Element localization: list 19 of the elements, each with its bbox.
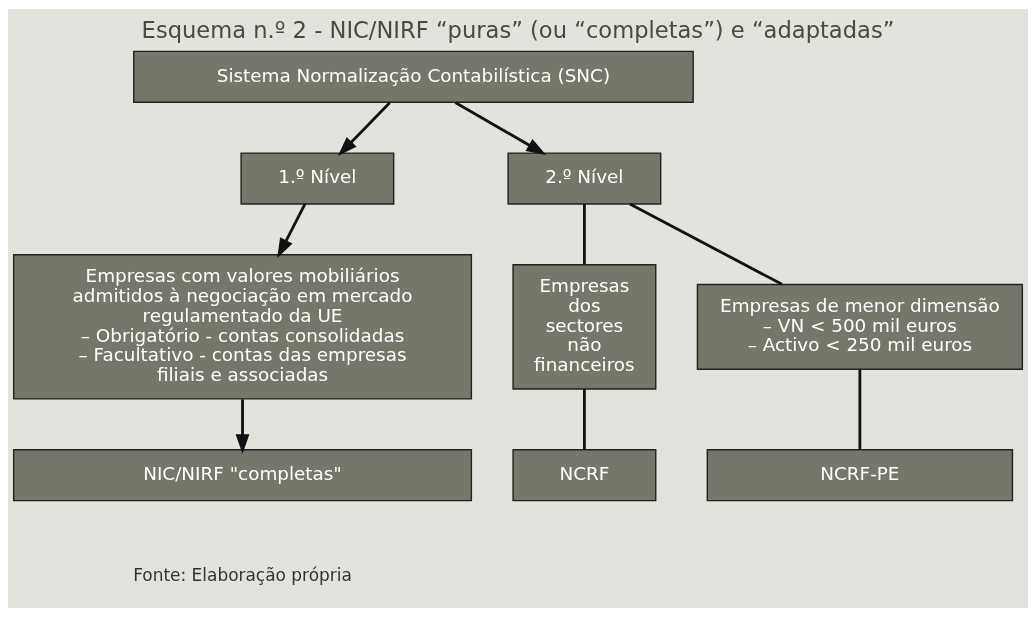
connector [629,202,783,286]
node-box: NCRF-PE [706,449,1014,502]
node-box: Empresas com valores mobiliários admitidos à negociação em mercado regulamentado da UE – Obrigatório - contas consolidadas – Facultativo - contas das empresas filiais e associadas [12,254,473,400]
node-box: NIC/NIRF "completas" [12,449,473,502]
label: Fonte: Elaboração própria [133,565,352,586]
node-box: 2.º Nível [507,152,662,205]
arrow [454,101,547,155]
arrow [277,203,307,259]
diagram-title: Esquema n.º 2 - NIC/NIRF “puras” (ou “completas”) e “adaptadas” [141,17,895,44]
node-box: 1.º Nível [240,152,395,205]
node-box: Empresas dos sectores não financeiros [512,264,657,390]
connector [858,369,862,450]
connector [583,389,586,450]
node-box: Sistema Normalização Contabilística (SNC) [133,50,694,103]
arrow [235,399,250,455]
arrow [337,101,391,157]
node-box: NCRF [512,449,657,502]
connector [583,203,586,265]
node-box: Empresas de menor dimensão – VN < 500 mil euros – Activo < 250 mil euros [696,283,1024,370]
